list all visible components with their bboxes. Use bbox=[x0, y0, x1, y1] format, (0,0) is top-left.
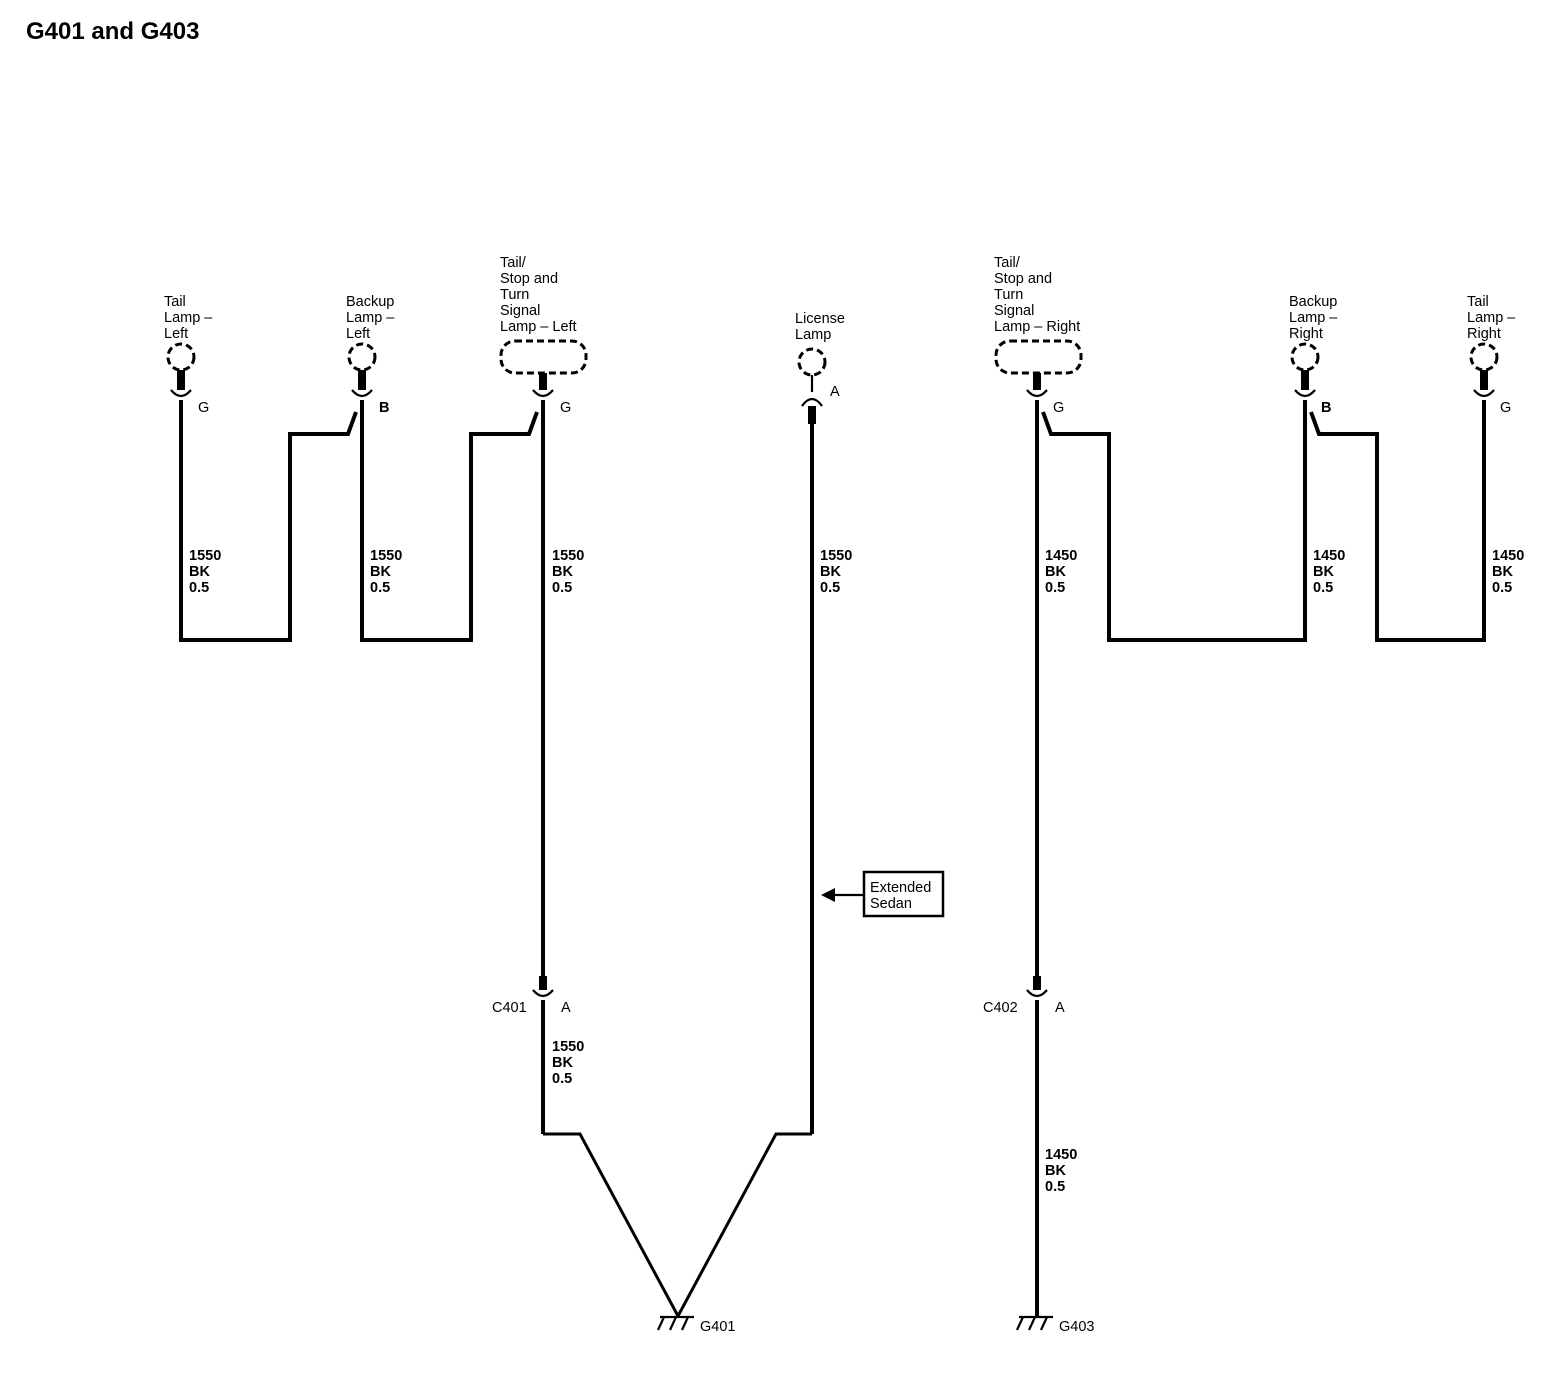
pin-letter-tail-stop-turn-left: G bbox=[560, 400, 571, 416]
option-callout-extended-sedan: Extended Sedan bbox=[821, 870, 945, 918]
label-tail-stop-turn-left: Tail/ Stop and Turn Signal Lamp – Left bbox=[500, 255, 577, 335]
pin-letter-tail-lamp-right: G bbox=[1500, 400, 1511, 416]
pin-license-lamp bbox=[801, 375, 823, 424]
pin-tail-stop-turn-left bbox=[532, 373, 554, 398]
pin-backup-lamp-left bbox=[351, 370, 373, 398]
tail-stop-turn-right-outline bbox=[994, 339, 1083, 375]
wire-spec-c401-to-g401: 1550 BK 0.5 bbox=[552, 1039, 588, 1087]
pin-tail-lamp-left bbox=[170, 370, 192, 398]
connector-c402 bbox=[1026, 976, 1048, 1316]
tail-lamp-right-outline bbox=[1469, 342, 1499, 372]
tail-stop-turn-left-outline bbox=[499, 339, 588, 375]
ground-g403-label: G403 bbox=[1059, 1319, 1094, 1335]
wire-spec-backup-lamp-right: 1450 BK 0.5 bbox=[1313, 548, 1349, 596]
connector-c401-label: C401 bbox=[492, 1000, 527, 1016]
wire-spec-tail-lamp-right: 1450 BK 0.5 bbox=[1492, 548, 1528, 596]
wire-backup-lamp-right bbox=[1041, 400, 1307, 642]
label-tail-lamp-left: Tail Lamp – Left bbox=[164, 294, 216, 342]
connector-c402-label: C402 bbox=[983, 1000, 1018, 1016]
wire-spec-backup-lamp-left: 1550 BK 0.5 bbox=[370, 548, 406, 596]
wire-tail-lamp-right bbox=[1309, 400, 1486, 642]
wire-c401-to-g401 bbox=[543, 1132, 680, 1317]
ground-g403-icon bbox=[1016, 1315, 1053, 1331]
backup-lamp-left-outline bbox=[347, 342, 377, 372]
page-title: G401 and G403 bbox=[26, 18, 200, 45]
wire-spec-tail-stop-turn-right: 1450 BK 0.5 bbox=[1045, 548, 1081, 596]
pin-letter-backup-lamp-left: B bbox=[379, 400, 389, 416]
tail-lamp-left-outline bbox=[166, 342, 196, 372]
option-box-label: Extended Sedan bbox=[870, 880, 935, 912]
pin-tail-stop-turn-right bbox=[1026, 373, 1048, 398]
label-backup-lamp-left: Backup Lamp – Left bbox=[346, 294, 398, 342]
wire-spec-tail-stop-turn-left: 1550 BK 0.5 bbox=[552, 548, 588, 596]
wire-spec-license-lamp: 1550 BK 0.5 bbox=[820, 548, 856, 596]
pin-tail-lamp-right bbox=[1473, 370, 1495, 398]
backup-lamp-right-outline bbox=[1290, 342, 1320, 372]
connector-c402-pin: A bbox=[1055, 1000, 1065, 1016]
wire-tail-lamp-left bbox=[179, 400, 358, 642]
connector-c401-pin: A bbox=[561, 1000, 571, 1016]
ground-g401-icon bbox=[657, 1315, 694, 1331]
pin-letter-license-lamp: A bbox=[830, 384, 840, 400]
connector-c401 bbox=[532, 976, 554, 1134]
wire-license-to-g401 bbox=[676, 1132, 812, 1317]
ground-g401-label: G401 bbox=[700, 1319, 735, 1335]
pin-letter-backup-lamp-right: B bbox=[1321, 400, 1331, 416]
label-license-lamp: License Lamp bbox=[795, 311, 849, 343]
pin-letter-tail-lamp-left: G bbox=[198, 400, 209, 416]
label-tail-lamp-right: Tail Lamp – Right bbox=[1467, 294, 1519, 342]
label-backup-lamp-right: Backup Lamp – Right bbox=[1289, 294, 1341, 342]
label-tail-stop-turn-right: Tail/ Stop and Turn Signal Lamp – Right bbox=[994, 255, 1080, 335]
wire-backup-lamp-left bbox=[360, 400, 539, 642]
pin-backup-lamp-right bbox=[1294, 370, 1316, 398]
wire-spec-tail-lamp-left: 1550 BK 0.5 bbox=[189, 548, 225, 596]
license-lamp-outline bbox=[797, 347, 827, 377]
arrow-left-icon bbox=[821, 888, 835, 902]
pin-letter-tail-stop-turn-right: G bbox=[1053, 400, 1064, 416]
wire-spec-c402-to-g403: 1450 BK 0.5 bbox=[1045, 1147, 1081, 1195]
